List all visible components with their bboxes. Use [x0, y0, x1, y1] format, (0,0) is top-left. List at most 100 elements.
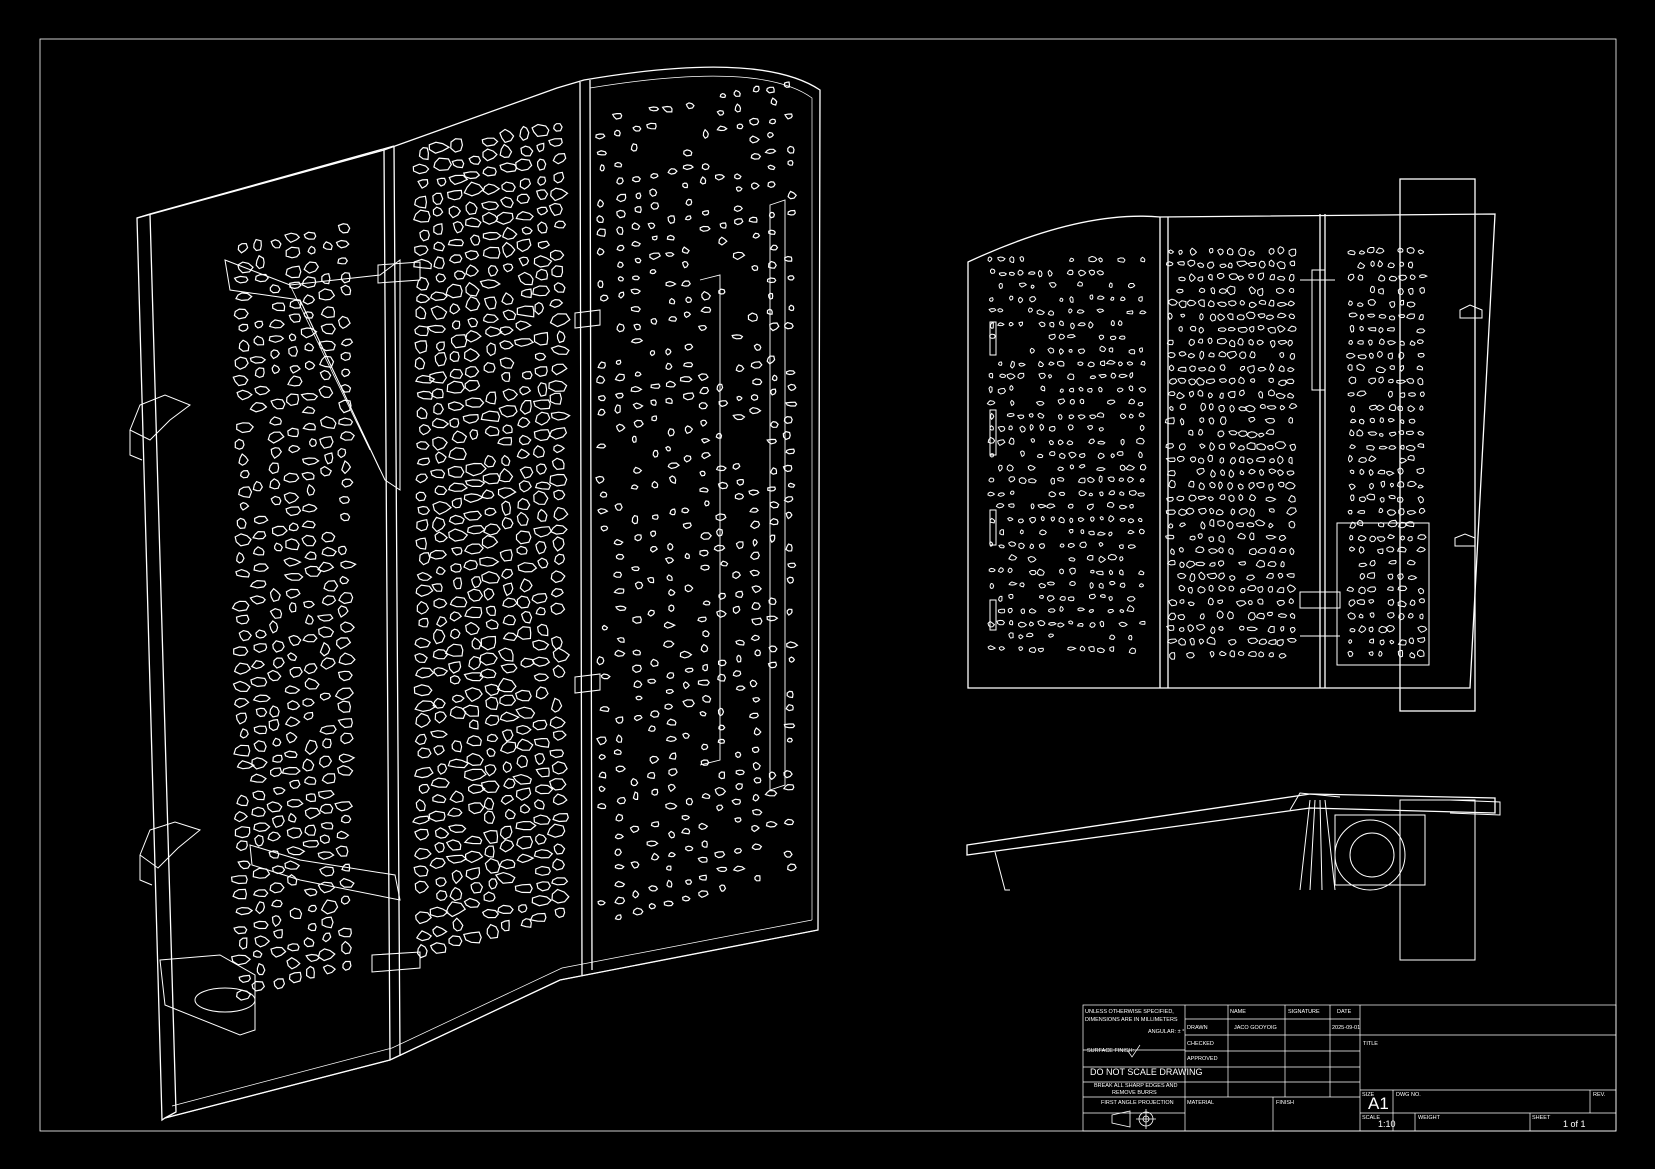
- climbing-hold: [549, 716, 566, 729]
- climbing-hold: [1218, 481, 1224, 491]
- climbing-hold: [303, 311, 314, 319]
- climbing-hold: [501, 500, 512, 516]
- climbing-hold: [271, 364, 281, 375]
- climbing-hold: [714, 786, 727, 797]
- climbing-hold: [413, 258, 433, 270]
- climbing-hold: [1108, 347, 1114, 353]
- climbing-hold: [537, 382, 548, 397]
- climbing-hold: [615, 423, 626, 433]
- climbing-hold: [614, 161, 623, 168]
- climbing-hold: [698, 822, 709, 831]
- climbing-hold: [1189, 637, 1195, 646]
- climbing-hold: [337, 257, 349, 265]
- climbing-hold: [320, 465, 333, 477]
- climbing-hold: [452, 917, 464, 932]
- climbing-hold: [1027, 464, 1036, 471]
- climbing-hold: [1109, 646, 1115, 652]
- climbing-hold: [549, 298, 564, 308]
- climbing-hold: [236, 517, 247, 530]
- climbing-hold: [272, 640, 285, 653]
- climbing-hold: [1237, 326, 1248, 333]
- climbing-hold: [1416, 649, 1425, 658]
- climbing-hold: [1168, 479, 1176, 489]
- climbing-hold: [1400, 535, 1406, 541]
- climbing-hold: [1256, 612, 1266, 620]
- climbing-hold: [1407, 480, 1418, 488]
- climbing-hold: [663, 900, 674, 907]
- climbing-hold: [1359, 496, 1367, 503]
- climbing-hold: [1378, 288, 1385, 295]
- climbing-hold: [1247, 365, 1255, 374]
- climbing-hold: [1048, 491, 1057, 498]
- climbing-hold: [1238, 508, 1249, 516]
- climbing-hold: [1368, 599, 1375, 604]
- climbing-hold: [268, 335, 285, 343]
- climbing-hold: [305, 793, 317, 803]
- climbing-hold: [1128, 385, 1134, 392]
- climbing-hold: [1196, 624, 1206, 631]
- climbing-hold: [732, 865, 746, 872]
- climbing-hold: [596, 247, 605, 256]
- climbing-hold: [502, 632, 518, 642]
- climbing-hold: [1008, 321, 1014, 327]
- climbing-hold: [1167, 312, 1173, 321]
- climbing-hold: [235, 614, 250, 625]
- climbing-hold: [448, 824, 467, 834]
- climbing-hold: [751, 617, 763, 626]
- climbing-hold: [997, 439, 1006, 447]
- climbing-hold: [415, 712, 431, 728]
- climbing-hold: [1227, 390, 1236, 399]
- climbing-hold: [767, 486, 777, 492]
- climbing-hold: [1248, 482, 1256, 490]
- climbing-hold: [1289, 443, 1297, 452]
- climbing-hold: [1100, 594, 1106, 599]
- climbing-hold: [535, 606, 546, 616]
- climbing-hold: [520, 918, 532, 928]
- climbing-hold: [463, 510, 483, 521]
- climbing-hold: [324, 452, 334, 465]
- climbing-hold: [1419, 391, 1425, 397]
- climbing-hold: [682, 895, 691, 902]
- climbing-hold: [1187, 352, 1196, 359]
- climbing-hold: [1068, 257, 1075, 263]
- climbing-hold: [317, 561, 335, 573]
- climbing-hold: [786, 737, 794, 743]
- climbing-hold: [337, 605, 349, 618]
- climbing-hold: [416, 276, 430, 291]
- climbing-hold: [768, 597, 777, 605]
- climbing-hold: [1008, 593, 1014, 600]
- climbing-hold: [616, 244, 625, 252]
- climbing-hold: [502, 424, 513, 434]
- climbing-hold: [1077, 281, 1084, 287]
- climbing-hold: [335, 239, 350, 249]
- climbing-hold: [1116, 451, 1124, 457]
- climbing-hold: [284, 685, 301, 695]
- climbing-hold: [736, 479, 745, 486]
- climbing-hold: [734, 103, 742, 113]
- climbing-hold: [1207, 392, 1214, 399]
- climbing-hold: [269, 620, 279, 634]
- climbing-hold: [514, 883, 533, 894]
- climbing-hold: [1227, 326, 1237, 332]
- climbing-hold: [1037, 647, 1044, 653]
- climbing-hold: [479, 556, 500, 567]
- climbing-hold: [1287, 494, 1296, 503]
- climbing-hold: [1129, 504, 1134, 509]
- climbing-hold: [337, 670, 353, 682]
- iso-panel-outline: [136, 66, 821, 1122]
- front-vertical-strip: [1399, 178, 1476, 712]
- climbing-hold: [1036, 453, 1044, 459]
- climbing-hold: [1247, 611, 1256, 621]
- climbing-hold: [464, 606, 483, 619]
- climbing-hold: [463, 559, 478, 571]
- climbing-hold: [1228, 377, 1236, 385]
- climbing-hold: [1416, 339, 1424, 345]
- climbing-hold: [483, 296, 497, 310]
- climbing-hold: [532, 399, 551, 410]
- climbing-hold: [785, 448, 796, 455]
- climbing-hold: [1047, 269, 1053, 277]
- climbing-hold: [550, 588, 564, 598]
- climbing-hold: [1088, 438, 1096, 445]
- climbing-hold: [534, 352, 547, 361]
- climbing-hold: [1388, 431, 1397, 437]
